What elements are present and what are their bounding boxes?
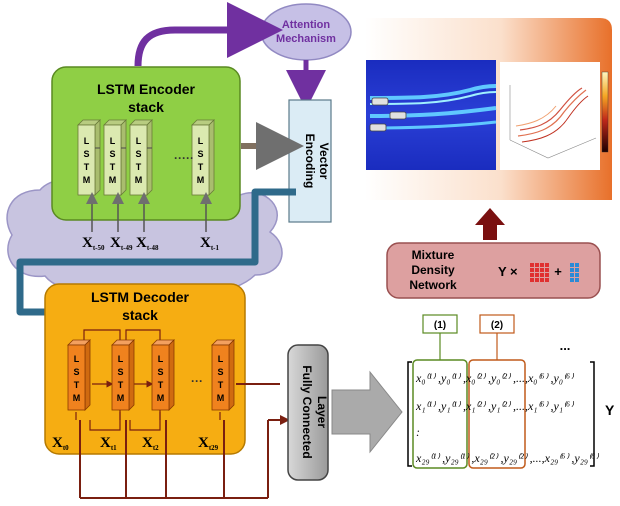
mdn-plus: + (554, 264, 562, 279)
cell-letter: T (110, 162, 116, 172)
cell-letter: T (118, 380, 124, 390)
encoder-title-line2: stack (128, 99, 164, 115)
car-icon-1 (371, 97, 389, 106)
decoder-lstm-cell: LSTM (67, 339, 91, 420)
attention-mechanism (260, 3, 352, 61)
cell-letter: T (136, 162, 142, 172)
fc-line1: Fully Connected (300, 365, 314, 458)
cell-letter: M (109, 175, 117, 185)
matrix-row: x₂₉⁽¹⁾ ,y₂₉⁽¹⁾ ,x₂₉⁽²⁾ ,y₂₉⁽²⁾ ,...,x₂₉⁽… (415, 451, 599, 465)
cell-letter: M (197, 175, 205, 185)
cell-letter: T (218, 380, 224, 390)
mdn-line2: Density (411, 263, 455, 277)
attention-line2: Mechanism (276, 33, 336, 45)
encoder-title-line1: LSTM Encoder (97, 81, 196, 97)
encoder-ellipsis: ····· (174, 151, 194, 165)
encoder-lstm-cell: LSTM (191, 119, 215, 196)
encoder-to-attention-arrow (134, 2, 283, 67)
cell-letter: L (110, 136, 116, 146)
car-icon-3 (369, 123, 387, 132)
mdn-line3: Network (409, 278, 457, 292)
decoder-lstm-cell: LSTM (151, 339, 175, 420)
cell-letter: S (83, 149, 89, 159)
cell-letter: M (73, 393, 81, 403)
cell-letter: T (198, 162, 204, 172)
mdn-formula: Y × (498, 264, 518, 279)
output-label: Y (605, 402, 615, 418)
mdn-line1: Mixture (412, 248, 455, 262)
attention-line1: Attention (282, 19, 331, 31)
vector-icon (570, 263, 579, 282)
matrix-row: : (416, 425, 420, 439)
cell-letter: S (109, 149, 115, 159)
encoder-lstm-cell: LSTM (77, 119, 101, 196)
cell-letter: T (74, 380, 80, 390)
decoder-title-line1: LSTM Decoder (91, 289, 190, 305)
encoder-lstm-cell: LSTM (129, 119, 153, 196)
cell-letter: S (197, 149, 203, 159)
column-tag-1: (1) (434, 320, 446, 331)
cell-letter: T (158, 380, 164, 390)
cell-letter: S (157, 367, 163, 377)
mdn-to-output-arrow (475, 208, 505, 240)
decoder-title-line2: stack (122, 307, 158, 323)
cell-letter: M (83, 175, 91, 185)
matrix-row: x₁⁽¹⁾ ,y₁⁽¹⁾ ,x₁⁽²⁾ ,y₁⁽²⁾ ,...,x₁⁽⁶⁾ ,y… (415, 399, 574, 413)
cell-letter: M (157, 393, 165, 403)
decoder-box (44, 283, 246, 455)
grid-matrix-icon (530, 263, 549, 282)
decoder-lstm-cell: LSTM (111, 339, 135, 420)
cell-letter: M (135, 175, 143, 185)
cell-letter: L (198, 136, 204, 146)
cell-letter: M (217, 393, 225, 403)
fc-line2: Layer (315, 396, 329, 428)
decoder-feedback-lines (79, 419, 282, 499)
cell-letter: S (117, 367, 123, 377)
trajectory-road-plot (366, 60, 497, 170)
matrix-top-ellipsis: ... (560, 338, 571, 353)
matrix-row: x₀⁽¹⁾ ,y₀⁽¹⁾ ,x₀⁽²⁾ ,y₀⁽²⁾ ,...,x₀⁽⁶⁾ ,y… (415, 371, 574, 385)
car-icon-2 (389, 111, 407, 120)
fc-to-output-arrow (331, 370, 403, 454)
cell-letter: L (84, 136, 90, 146)
encoding-vector-line2: Vector (317, 143, 331, 180)
column-tag-2: (2) (491, 320, 503, 331)
cell-letter: S (135, 149, 141, 159)
cell-letter: S (73, 367, 79, 377)
encoder-lstm-cell: LSTM (103, 119, 127, 196)
encoder-input-arrows (86, 192, 212, 232)
cell-letter: S (217, 367, 223, 377)
feedback-arrowhead (280, 415, 290, 425)
cell-letter: L (136, 136, 142, 146)
cell-letter: L (118, 354, 124, 364)
trajectory-3d-plot (500, 62, 609, 170)
mdn-box (386, 242, 601, 299)
matrix-rows: x₀⁽¹⁾ ,y₀⁽¹⁾ ,x₀⁽²⁾ ,y₀⁽²⁾ ,...,x₀⁽⁶⁾ ,y… (415, 371, 599, 465)
cell-letter: M (117, 393, 125, 403)
cell-letter: T (84, 162, 90, 172)
decoder-lstm-cell: LSTM (211, 339, 235, 420)
cell-letter: L (158, 354, 164, 364)
cell-letter: L (74, 354, 80, 364)
cell-letter: L (218, 354, 224, 364)
decoder-ellipsis: ··· (191, 374, 203, 388)
encoding-vector-line1: Encoding (303, 134, 317, 189)
colorbar (601, 71, 609, 153)
fully-connected-layer (287, 344, 329, 481)
